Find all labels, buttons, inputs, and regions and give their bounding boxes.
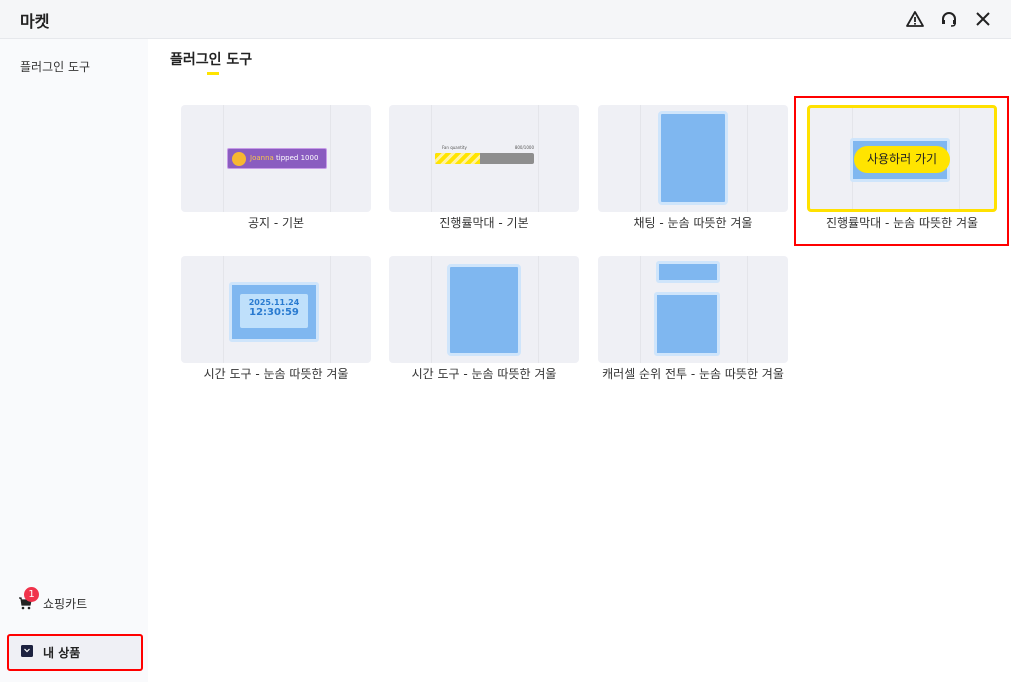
- card-label: 캐러셀 순위 전투 - 눈솜 따뜻한 겨울: [602, 367, 784, 381]
- progress-bar: [435, 153, 534, 164]
- card-thumbnail[interactable]: Fan quantity 800/1000: [389, 105, 579, 212]
- card-thumbnail[interactable]: [389, 256, 579, 363]
- headset-icon[interactable]: [939, 9, 959, 29]
- plugin-card[interactable]: 캐러셀 순위 전투 - 눈솜 따뜻한 겨울: [598, 256, 788, 381]
- card-label: 채팅 - 눈솜 따뜻한 겨울: [633, 216, 753, 230]
- card-label: 시간 도구 - 눈솜 따뜻한 겨울: [411, 367, 557, 381]
- carousel-rank-preview: [654, 292, 720, 356]
- app-title: 마켓: [20, 12, 50, 31]
- plugin-card[interactable]: Fan quantity 800/1000 진행률막대 - 기본: [389, 105, 579, 230]
- progress-fill: [435, 153, 480, 164]
- card-label: 시간 도구 - 눈솜 따뜻한 겨울: [203, 367, 349, 381]
- plugin-card[interactable]: 시간 도구 - 눈솜 따뜻한 겨울: [389, 256, 579, 381]
- sidebar-item-plugin-tools[interactable]: 플러그인 도구: [20, 60, 91, 74]
- cart-count-badge: 1: [24, 587, 39, 602]
- card-thumbnail[interactable]: [598, 105, 788, 212]
- header: 마켓: [0, 0, 1011, 39]
- my-products-label: 내 상품: [43, 646, 81, 660]
- preview-time: 12:30:59: [249, 307, 299, 318]
- card-thumbnail[interactable]: Joanna tipped 1000: [181, 105, 371, 212]
- plugin-card-selected[interactable]: 사용하러 가기 진행률막대 - 눈솜 따뜻한 겨울: [807, 105, 997, 230]
- card-label: 진행률막대 - 기본: [439, 216, 529, 230]
- notice-preview: Joanna tipped 1000: [227, 148, 327, 169]
- clock-preview: 2025.11.24 12:30:59: [229, 282, 319, 342]
- card-thumbnail[interactable]: 2025.11.24 12:30:59: [181, 256, 371, 363]
- sidebar: 플러그인 도구: [0, 39, 148, 682]
- plugin-card[interactable]: 2025.11.24 12:30:59 시간 도구 - 눈솜 따뜻한 겨울: [181, 256, 371, 381]
- preview-value: 800/1000: [514, 145, 534, 150]
- plugin-card[interactable]: 채팅 - 눈솜 따뜻한 겨울: [598, 105, 788, 230]
- plugin-card[interactable]: Joanna tipped 1000 공지 - 기본: [181, 105, 371, 230]
- cart-label: 쇼핑카트: [43, 597, 88, 611]
- preview-name: Joanna: [250, 154, 274, 162]
- sidebar-item-shopping-cart[interactable]: 1 쇼핑카트: [18, 587, 138, 612]
- page-title: 플러그인 도구: [170, 52, 253, 68]
- carousel-top-preview: [656, 261, 720, 283]
- use-button[interactable]: 사용하러 가기: [854, 146, 950, 173]
- clock-ranking-preview: [447, 264, 521, 356]
- preview-date: 2025.11.24: [248, 298, 300, 307]
- title-underline: [207, 72, 219, 75]
- card-label: 공지 - 기본: [247, 216, 305, 230]
- sidebar-item-my-products[interactable]: 내 상품: [7, 634, 143, 671]
- card-thumbnail[interactable]: [598, 256, 788, 363]
- preview-name: Fan quantity: [442, 145, 467, 150]
- warning-icon[interactable]: [905, 9, 925, 29]
- progress-preview: Fan quantity 800/1000: [435, 145, 534, 164]
- bag-icon: [21, 645, 33, 657]
- preview-text: tipped 1000: [276, 154, 319, 162]
- card-thumbnail[interactable]: 사용하러 가기: [807, 105, 997, 212]
- card-label: 진행률막대 - 눈솜 따뜻한 겨울: [825, 216, 979, 230]
- chat-preview: [658, 111, 728, 205]
- emoji-icon: [232, 152, 246, 166]
- close-icon[interactable]: [973, 9, 993, 29]
- highlight-box: [794, 96, 1009, 246]
